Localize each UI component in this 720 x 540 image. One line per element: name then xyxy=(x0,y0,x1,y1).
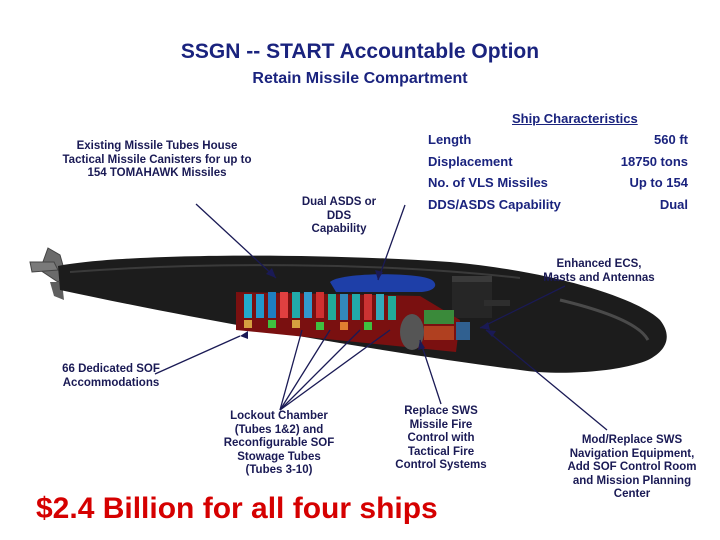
asds-shelter xyxy=(330,274,436,292)
characteristic-label: DDS/ASDS Capability xyxy=(428,196,561,212)
callout-line: Stowage Tubes xyxy=(237,450,321,463)
control-room-section xyxy=(400,310,470,350)
callout-line: Enhanced ECS, xyxy=(556,258,642,270)
callout-line: Tactical Fire xyxy=(407,445,475,458)
callout-line: (Tubes 3-10) xyxy=(245,464,313,476)
cost-banner: $2.4 Billion for all four ships xyxy=(36,492,438,525)
characteristic-label: Length xyxy=(428,132,472,147)
callout-line: Mod/Replace SWS xyxy=(581,434,683,446)
callout-sws-fire-control: Replace SWS Missile Fire Control with Ta… xyxy=(382,405,500,473)
callout-line: Accommodations xyxy=(62,376,160,389)
callout-line: Add SOF Control Room xyxy=(567,461,697,473)
callout-line: Tactical Missile Canisters for up to xyxy=(62,153,252,166)
ship-characteristics-table: Length 560 ft Displacement 18750 tons No… xyxy=(428,132,688,218)
characteristic-value: Dual xyxy=(659,196,688,212)
callout-ecs: Enhanced ECS, Masts and Antennas xyxy=(528,258,670,285)
callout-line: 66 Dedicated SOF xyxy=(62,363,160,375)
callout-line: Capability xyxy=(311,223,367,235)
callout-line: Existing Missile Tubes House xyxy=(76,140,238,152)
characteristic-row: Length 560 ft xyxy=(428,132,688,154)
characteristic-row: DDS/ASDS Capability Dual xyxy=(428,197,688,219)
callout-line: Missile Fire xyxy=(409,418,473,431)
callout-missile-tubes: Existing Missile Tubes House Tactical Mi… xyxy=(44,140,270,181)
callout-lockout-chamber: Lockout Chamber (Tubes 1&2) and Reconfig… xyxy=(212,410,346,478)
characteristic-value: 18750 tons xyxy=(620,153,688,169)
callout-line: Navigation Equipment, xyxy=(569,447,695,460)
characteristic-row: No. of VLS Missiles Up to 154 xyxy=(428,175,688,197)
characteristic-value: 560 ft xyxy=(654,132,688,147)
callout-sws-navigation: Mod/Replace SWS Navigation Equipment, Ad… xyxy=(552,434,712,502)
callout-arrowheads xyxy=(240,268,496,350)
callout-line: 154 TOMAHAWK Missiles xyxy=(87,167,227,179)
callout-line: Dual ASDS or xyxy=(301,196,377,208)
callout-line: and Mission Planning xyxy=(572,474,692,487)
ship-characteristics-heading: Ship Characteristics xyxy=(512,111,638,126)
missile-tubes xyxy=(244,292,396,330)
callout-sof-accommodations: 66 Dedicated SOF Accommodations xyxy=(62,363,160,390)
callout-asds: Dual ASDS or DDS Capability xyxy=(292,196,386,237)
sail xyxy=(452,276,510,318)
callout-line: Lockout Chamber xyxy=(230,410,328,422)
callout-line: (Tubes 1&2) and xyxy=(234,423,324,436)
callout-line: Masts and Antennas xyxy=(543,271,655,284)
characteristic-label: No. of VLS Missiles xyxy=(428,175,548,190)
page-title: SSGN -- START Accountable Option xyxy=(180,40,540,63)
characteristic-row: Displacement 18750 tons xyxy=(428,154,688,176)
callout-line: Replace SWS xyxy=(404,405,478,417)
characteristic-label: Displacement xyxy=(428,153,513,169)
page-subtitle: Retain Missile Compartment xyxy=(252,70,468,87)
callout-lines xyxy=(154,203,608,431)
callout-line: DDS xyxy=(326,209,352,222)
callout-line: Reconfigurable SOF xyxy=(223,437,335,449)
callout-line: Control with xyxy=(407,432,475,444)
callout-line: Center xyxy=(613,488,651,500)
callout-line: Control Systems xyxy=(395,459,487,471)
characteristic-value: Up to 154 xyxy=(629,175,688,190)
